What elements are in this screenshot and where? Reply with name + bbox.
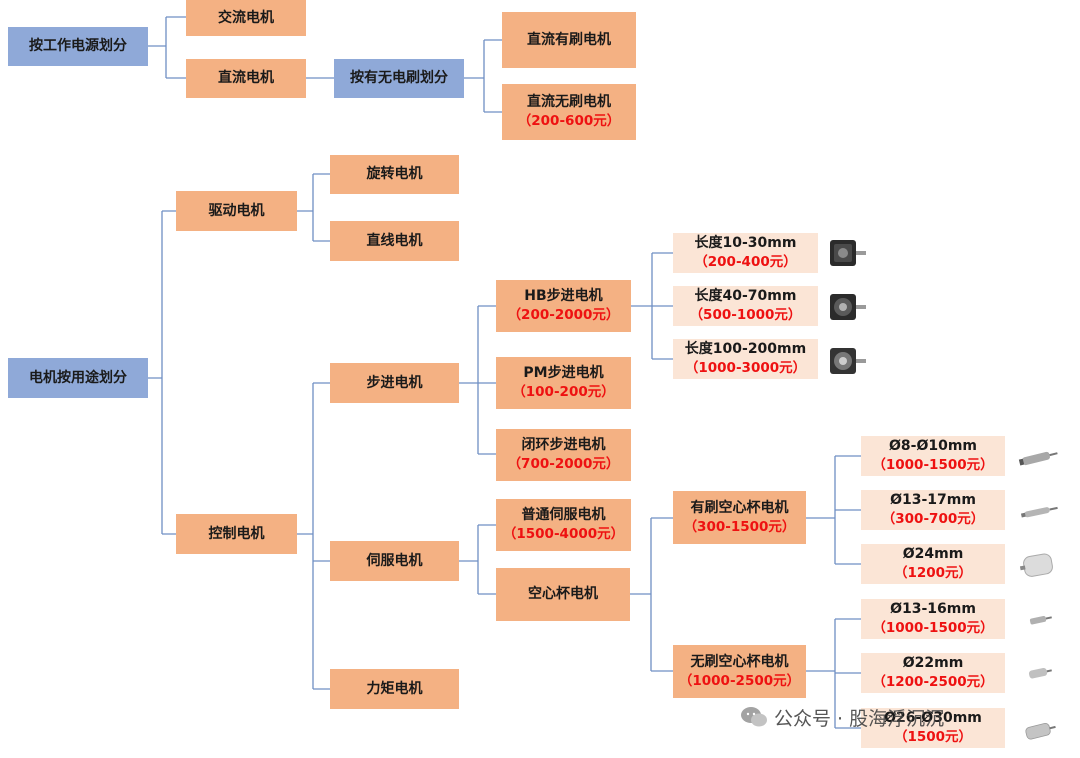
brushless-size-label: Ø13-16mm [890, 601, 976, 617]
closed-loop-stepper-price: （700-2000元） [507, 456, 620, 472]
brush-split-label: 按有无电刷划分 [350, 70, 448, 86]
brushed-size-price: （1000-1500元） [872, 457, 994, 473]
brushless-dc-price: （200-600元） [517, 113, 621, 129]
dc-motor-label: 直流电机 [218, 70, 274, 86]
hb-stepper-node: HB步进电机 （200-2000元） [496, 280, 631, 332]
brushed-coreless-node: 有刷空心杯电机 （300-1500元） [673, 491, 806, 544]
hb-length-price: （1000-3000元） [684, 360, 807, 376]
pm-stepper-label: PM步进电机 [523, 365, 604, 381]
brushed-coreless-label: 有刷空心杯电机 [690, 499, 789, 516]
brushless-size-label: Ø26-Ø30mm [884, 710, 982, 726]
drive-motor-node: 驱动电机 [176, 191, 297, 231]
coreless-motor-icon [1025, 722, 1056, 740]
hb-length-item: 长度100-200mm （1000-3000元） [673, 339, 818, 379]
closed-loop-stepper-node: 闭环步进电机 （700-2000元） [496, 429, 631, 481]
brushless-size-item: Ø13-16mm （1000-1500元） [861, 599, 1005, 639]
hb-length-item: 长度10-30mm （200-400元） [673, 233, 818, 273]
torque-motor-node: 力矩电机 [330, 669, 459, 709]
brushed-size-price: （300-700元） [881, 511, 985, 527]
brushed-size-label: Ø24mm [902, 546, 964, 562]
stepper-motor-label: 步进电机 [366, 374, 423, 391]
dc-motor-node: 直流电机 [186, 59, 306, 98]
drive-motor-label: 驱动电机 [208, 202, 265, 219]
brushed-dc-label: 直流有刷电机 [527, 31, 611, 48]
linear-motor-node: 直线电机 [330, 221, 459, 261]
brushed-size-item: Ø8-Ø10mm （1000-1500元） [861, 436, 1005, 476]
brushless-size-price: （1500元） [893, 729, 973, 745]
brushed-size-label: Ø13-17mm [890, 492, 976, 508]
coreless-motor-icon [1019, 553, 1053, 577]
brushed-size-price: （1200元） [893, 565, 973, 581]
power-source-root-label: 按工作电源划分 [29, 38, 127, 54]
usage-root-label: 电机按用途划分 [29, 369, 127, 386]
brushless-coreless-node: 无刷空心杯电机 （1000-2500元） [673, 645, 806, 698]
brushless-dc-node: 直流无刷电机 （200-600元） [502, 84, 636, 140]
wechat-icon [741, 707, 767, 727]
linear-motor-label: 直线电机 [366, 232, 423, 249]
control-motor-label: 控制电机 [208, 525, 265, 542]
hb-length-price: （200-400元） [694, 254, 797, 270]
watermark-text: 公众号 · 股海浮沉沉 [774, 707, 945, 730]
hb-stepper-price: （200-2000元） [507, 307, 620, 323]
brushless-size-price: （1000-1500元） [872, 620, 994, 636]
brushless-size-item: Ø26-Ø30mm （1500元） [861, 708, 1005, 748]
coreless-motor-icon [1028, 667, 1052, 679]
normal-servo-price: （1500-4000元） [502, 526, 625, 542]
closed-loop-stepper-label: 闭环步进电机 [521, 437, 606, 453]
hb-length-label: 长度10-30mm [694, 235, 797, 251]
brushed-coreless-price: （300-1500元） [683, 518, 796, 535]
hb-length-price: （500-1000元） [689, 307, 802, 323]
brushed-size-label: Ø8-Ø10mm [888, 438, 977, 454]
control-motor-node: 控制电机 [176, 514, 297, 554]
brushless-size-label: Ø22mm [902, 655, 964, 671]
brushless-size-price: （1200-2500元） [872, 674, 994, 690]
usage-root: 电机按用途划分 [8, 358, 148, 398]
rotary-motor-label: 旋转电机 [366, 166, 423, 182]
normal-servo-label: 普通伺服电机 [521, 507, 606, 523]
stepper-motor-icon [830, 294, 866, 320]
coreless-motor-icon [1020, 506, 1058, 518]
brushed-size-item: Ø13-17mm （300-700元） [861, 490, 1005, 530]
hb-length-item: 长度40-70mm （500-1000元） [673, 286, 818, 326]
servo-motor-node: 伺服电机 [330, 541, 459, 581]
servo-motor-label: 伺服电机 [366, 552, 423, 569]
brushless-coreless-label: 无刷空心杯电机 [690, 653, 789, 670]
hb-length-label: 长度100-200mm [684, 341, 807, 357]
brushed-size-item: Ø24mm （1200元） [861, 544, 1005, 584]
normal-servo-node: 普通伺服电机 （1500-4000元） [496, 499, 631, 551]
torque-motor-label: 力矩电机 [366, 680, 423, 697]
stepper-motor-icon [830, 348, 866, 374]
brush-split-node: 按有无电刷划分 [334, 59, 464, 98]
hb-length-label: 长度40-70mm [694, 288, 797, 304]
coreless-motor-icon [1029, 615, 1052, 625]
pm-stepper-node: PM步进电机 （100-200元） [496, 357, 631, 409]
stepper-motor-node: 步进电机 [330, 363, 459, 403]
rotary-motor-node: 旋转电机 [330, 155, 459, 194]
pm-stepper-price: （100-200元） [512, 384, 615, 400]
watermark: 公众号 · 股海浮沉沉 [740, 702, 944, 732]
coreless-motor-icon [1018, 451, 1058, 466]
hb-stepper-label: HB步进电机 [524, 288, 603, 304]
power-source-root: 按工作电源划分 [8, 27, 148, 66]
stepper-motor-icon [830, 240, 866, 266]
ac-motor-label: 交流电机 [218, 9, 274, 26]
brushed-dc-node: 直流有刷电机 [502, 12, 636, 68]
brushless-size-item: Ø22mm （1200-2500元） [861, 653, 1005, 693]
coreless-motor-label: 空心杯电机 [528, 586, 598, 602]
brushless-dc-label: 直流无刷电机 [527, 94, 611, 110]
ac-motor-node: 交流电机 [186, 0, 306, 36]
coreless-motor-node: 空心杯电机 [496, 568, 630, 621]
brushless-coreless-price: （1000-2500元） [678, 672, 801, 689]
